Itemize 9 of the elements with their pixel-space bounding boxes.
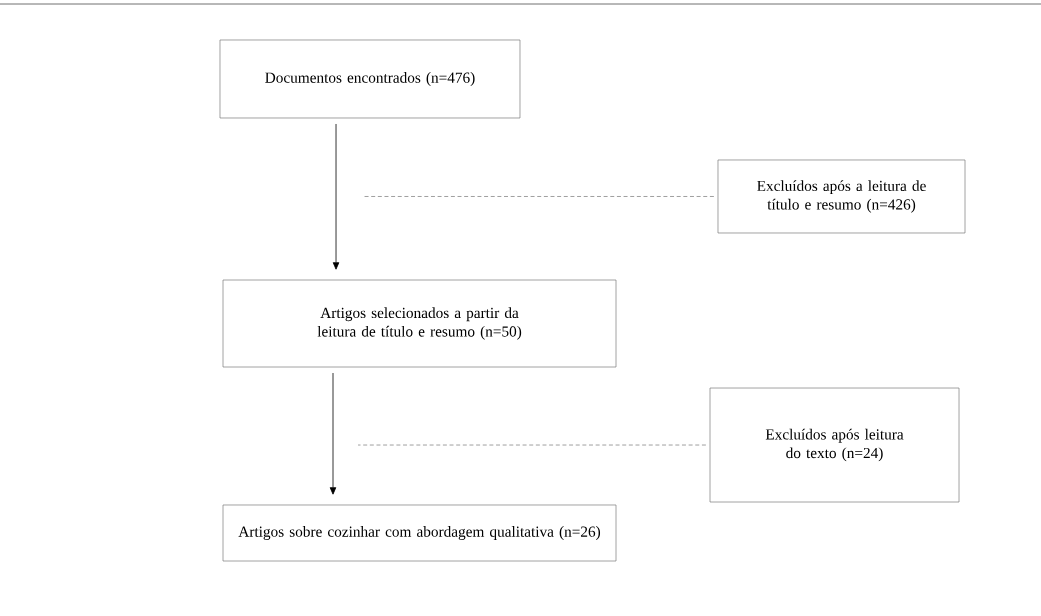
arrow <box>329 372 337 495</box>
process-box: Excluídos após a leitura de título e resumo (n=426) <box>717 159 966 234</box>
arrow <box>332 123 340 270</box>
process-box: Excluídos após leitura do texto (n=24) <box>709 387 960 503</box>
process-box: Documentos encontrados (n=476) <box>219 39 521 119</box>
process-box: Artigos sobre cozinhar com abordagem qualitativa (n=26) <box>222 504 617 562</box>
process-box: Artigos selecionados a partir da leitura de título e resumo (n=50) <box>222 279 617 368</box>
dashed-line <box>362 196 715 197</box>
dashed-line <box>357 444 707 446</box>
